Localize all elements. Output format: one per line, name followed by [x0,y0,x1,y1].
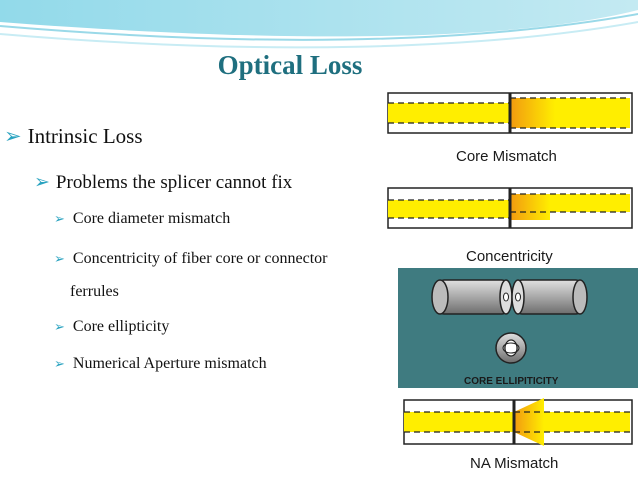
na-mismatch-diagram: NA Mismatch [403,398,633,472]
bullet-text: Concentricity of fiber core or connector [72,250,328,267]
arrow-bullet-icon: ➢ [54,319,65,334]
concentricity-caption: Concentricity [466,248,553,265]
bullet-text: Intrinsic Loss [27,124,143,148]
slide-title: Optical Loss [217,50,363,80]
bullet-text: Problems the splicer cannot fix [55,172,293,193]
ellipticity-caption: CORE ELLIPITICITY [464,376,559,387]
bullet-intrinsic-loss: ➢Intrinsic Loss [4,124,143,149]
arrow-bullet-icon: ➢ [54,356,65,371]
arrow-bullet-icon: ➢ [34,172,50,193]
arrow-bullet-icon: ➢ [4,124,22,148]
na-mismatch-caption: NA Mismatch [470,455,558,472]
header-swoosh [0,0,638,49]
core-mismatch-caption: Core Mismatch [456,148,557,165]
arrow-bullet-icon: ➢ [54,251,65,266]
core-mismatch-diagram: Core Mismatch [387,92,633,165]
bullet-problems: ➢Problems the splicer cannot fix [34,171,292,194]
bullet-text: Core ellipticity [72,318,170,335]
ellipticity-diagram: CORE ELLIPITICITY [398,268,638,388]
bullet-core-diameter: ➢ Core diameter mismatch [54,210,230,228]
concentricity-diagram: Concentricity [387,187,633,265]
bullet-na-mismatch: ➢ Numerical Aperture mismatch [54,355,267,373]
arrow-bullet-icon: ➢ [54,211,65,226]
bullet-continuation: ferrules [70,283,119,300]
bullet-text: Core diameter mismatch [72,210,231,227]
bullet-ellipticity: ➢ Core ellipticity [54,318,169,336]
bullet-text: Numerical Aperture mismatch [72,355,267,372]
bullet-concentricity: ➢ Concentricity of fiber core or connecto… [54,250,327,268]
fiber-diagrams: Core Mismatch Concentricity CORE ELLIPIT… [387,92,638,472]
